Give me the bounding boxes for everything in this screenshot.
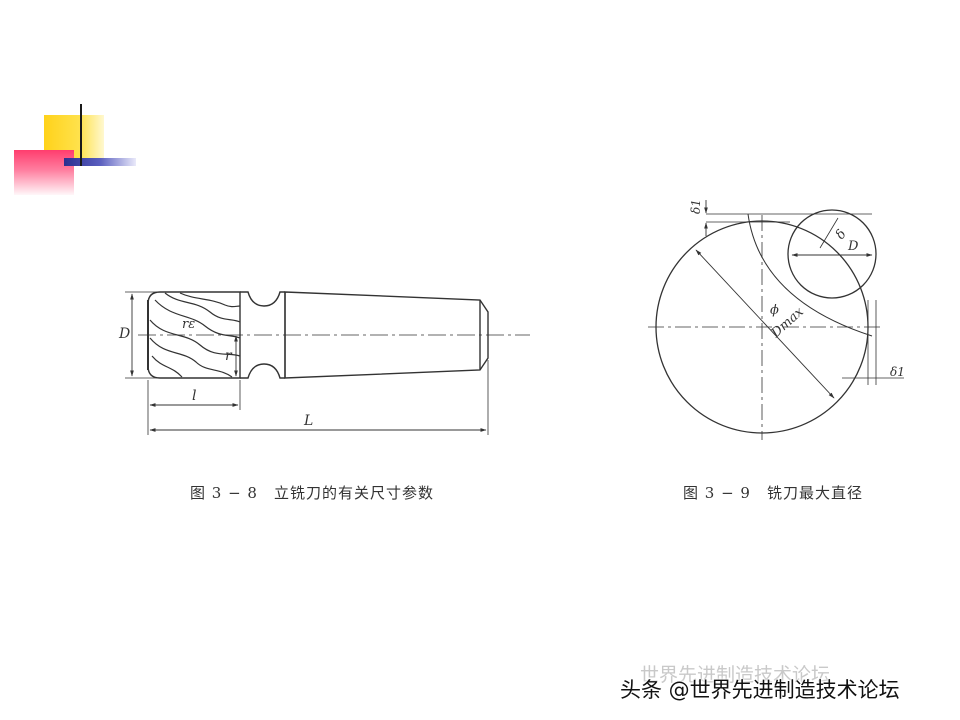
label-D: D (118, 326, 130, 342)
label-L: L (303, 413, 313, 429)
label-phi: ϕ (770, 303, 779, 318)
flute-lines (149, 292, 241, 378)
label-delta1-right: δ1 (890, 365, 905, 379)
decor-pink-square (14, 150, 74, 195)
label-l: l (192, 388, 196, 404)
end-mill-labels: D rε r l L (118, 317, 313, 429)
watermark: 头条 @世界先进制造技术论坛 (620, 678, 900, 702)
end-mill-figure (125, 291, 530, 435)
max-diameter-figure (648, 200, 904, 440)
label-D-small: D (847, 239, 859, 254)
label-delta1-top: δ1 (689, 199, 703, 214)
figure-caption-right: 图 3 − 9 铣刀最大直径 (683, 484, 863, 502)
label-r: r (225, 348, 233, 364)
figure-caption-left: 图 3 − 8 立铣刀的有关尺寸参数 (190, 484, 434, 502)
decor-vertical-line (80, 104, 82, 166)
watermark-faint: 世界先进制造技术论坛 (640, 664, 831, 686)
label-r-epsilon: rε (182, 317, 195, 332)
cutter-circle (787, 209, 877, 299)
decor-blue-bar (64, 158, 136, 166)
max-diameter-labels: δ1 δ D ϕ Dmax δ1 (689, 199, 905, 379)
